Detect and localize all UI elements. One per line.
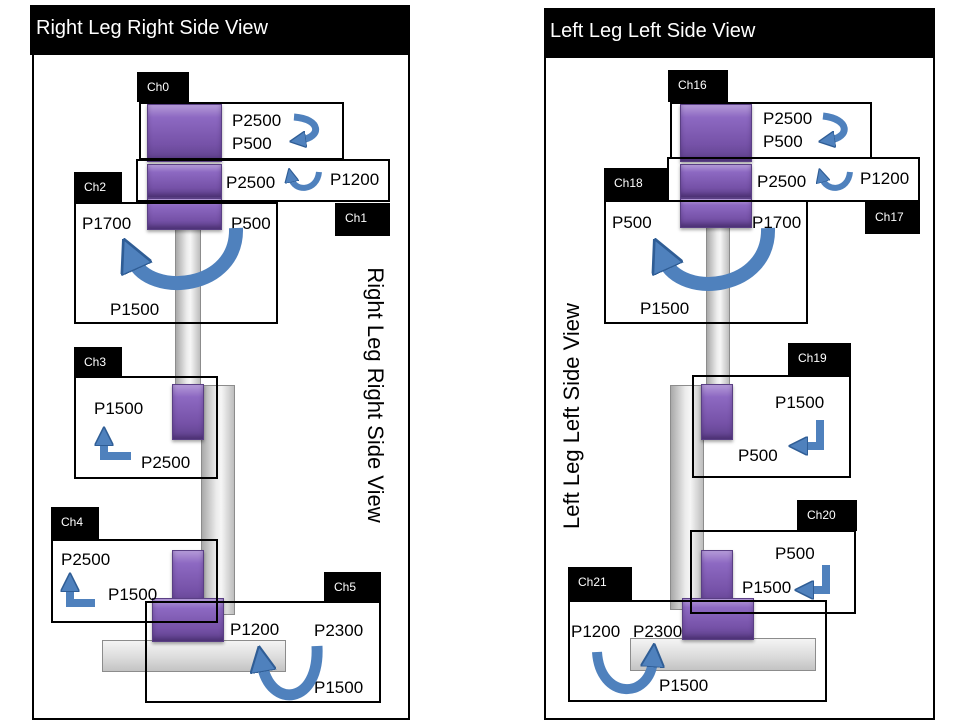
right-ch3-label: Ch3 xyxy=(74,347,122,377)
right-ch2-label: Ch2 xyxy=(74,172,122,202)
left-ch19-rotation-arrow xyxy=(802,420,824,446)
right-ch3-rotation-arrow xyxy=(104,440,131,460)
right-ch4-frame xyxy=(51,539,218,623)
left-ch16-rotation-arrow xyxy=(823,112,848,140)
right-ch1-servo-block xyxy=(147,164,222,198)
right-leg-title: Right Leg Right Side View xyxy=(30,5,410,55)
right-ch1-label: Ch1 xyxy=(335,203,390,236)
right-ch1-pulse-b: P1200 xyxy=(330,170,380,189)
right-ch5-rotation-arrow xyxy=(262,646,323,701)
right-ch3-pulse-b: P2500 xyxy=(141,453,191,472)
right-ch1-rotation-arrow xyxy=(291,172,322,191)
left-ch19-label: Ch19 xyxy=(788,343,851,375)
right-ch4-pulse-a: P2500 xyxy=(61,550,111,569)
left-ch18-pulse-a: P500 xyxy=(612,213,652,232)
right-ch5-servo-block xyxy=(152,598,224,642)
left-shin-bar xyxy=(670,385,704,610)
right-ch4-label: Ch4 xyxy=(51,507,99,539)
right-ch4-rotation-arrow xyxy=(70,586,95,607)
left-ch16-label: Ch16 xyxy=(668,70,728,102)
right-ch3-pulse-a: P1500 xyxy=(94,399,144,418)
left-ch18-rotation-arrow xyxy=(664,227,776,291)
right-ch3-frame xyxy=(74,376,218,479)
left-leg-title: Left Leg Left Side View xyxy=(544,8,935,58)
right-ch1-frame xyxy=(136,159,390,202)
left-ch19-frame xyxy=(692,375,851,478)
left-ch21-label: Ch21 xyxy=(568,567,632,600)
right-ch2-pulse-c: P1500 xyxy=(110,300,160,319)
right-ch4-pulse-b: P1500 xyxy=(108,585,158,604)
right-shin-bar xyxy=(201,385,235,615)
left-ch19-servo-block xyxy=(701,384,733,440)
left-ch21-servo-block xyxy=(682,598,754,640)
left-ch18-label: Ch18 xyxy=(604,168,668,200)
right-ch5-pulse-b: P2300 xyxy=(314,621,364,640)
left-ch20-rotation-arrow xyxy=(808,565,830,590)
left-ch21-rotation-arrow xyxy=(592,652,653,694)
right-ch3-servo-block xyxy=(172,384,204,440)
left-ch21-frame xyxy=(568,600,827,702)
left-ch17-label: Ch17 xyxy=(865,202,920,234)
left-ch20-frame xyxy=(690,530,856,614)
right-ch1-pulse-a: P2500 xyxy=(226,173,276,192)
right-ch5-pulse-a: P1200 xyxy=(230,620,280,639)
left-ch16-servo-block xyxy=(680,104,752,162)
right-ch5-label: Ch5 xyxy=(324,572,381,602)
right-ch5-pulse-c: P1500 xyxy=(314,678,364,697)
right-ch0-pulse-b: P500 xyxy=(232,134,272,153)
left-ch18-pulse-b: P1700 xyxy=(752,213,802,232)
left-ch20-pulse-a: P500 xyxy=(775,544,815,563)
left-ch18-pulse-c: P1500 xyxy=(640,299,690,318)
right-ch0-pulse-a: P2500 xyxy=(232,111,282,130)
left-ch21-pulse-c: P1500 xyxy=(659,676,709,695)
left-ch16-pulse-b: P500 xyxy=(763,132,803,151)
left-ch17-pulse-b: P1200 xyxy=(860,169,910,188)
left-ch21-pulse-b: P2300 xyxy=(633,622,683,641)
right-thigh-bar xyxy=(175,218,201,390)
left-ch16-pulse-a: P2500 xyxy=(763,109,813,128)
right-ch0-label: Ch0 xyxy=(137,72,189,102)
left-ch19-pulse-b: P500 xyxy=(738,446,778,465)
left-ch20-label: Ch20 xyxy=(797,500,857,531)
right-ch2-pulse-a: P1700 xyxy=(82,214,132,233)
left-ch21-pulse-a: P1200 xyxy=(571,622,621,641)
left-ch19-pulse-a: P1500 xyxy=(775,393,825,412)
left-ch17-rotation-arrow xyxy=(822,172,853,191)
right-ch5-frame xyxy=(145,601,381,703)
left-ch17-servo-block xyxy=(680,164,752,198)
right-ch2-frame xyxy=(74,202,278,324)
left-ch17-pulse-a: P2500 xyxy=(757,172,807,191)
right-ch0-rotation-arrow xyxy=(294,113,320,140)
left-ch18-frame xyxy=(604,200,808,324)
left-ch20-pulse-b: P1500 xyxy=(742,578,792,597)
right-ch2-rotation-arrow xyxy=(133,227,244,290)
left-ch18-servo-block xyxy=(680,198,752,228)
right-ch0-servo-block xyxy=(147,104,222,162)
